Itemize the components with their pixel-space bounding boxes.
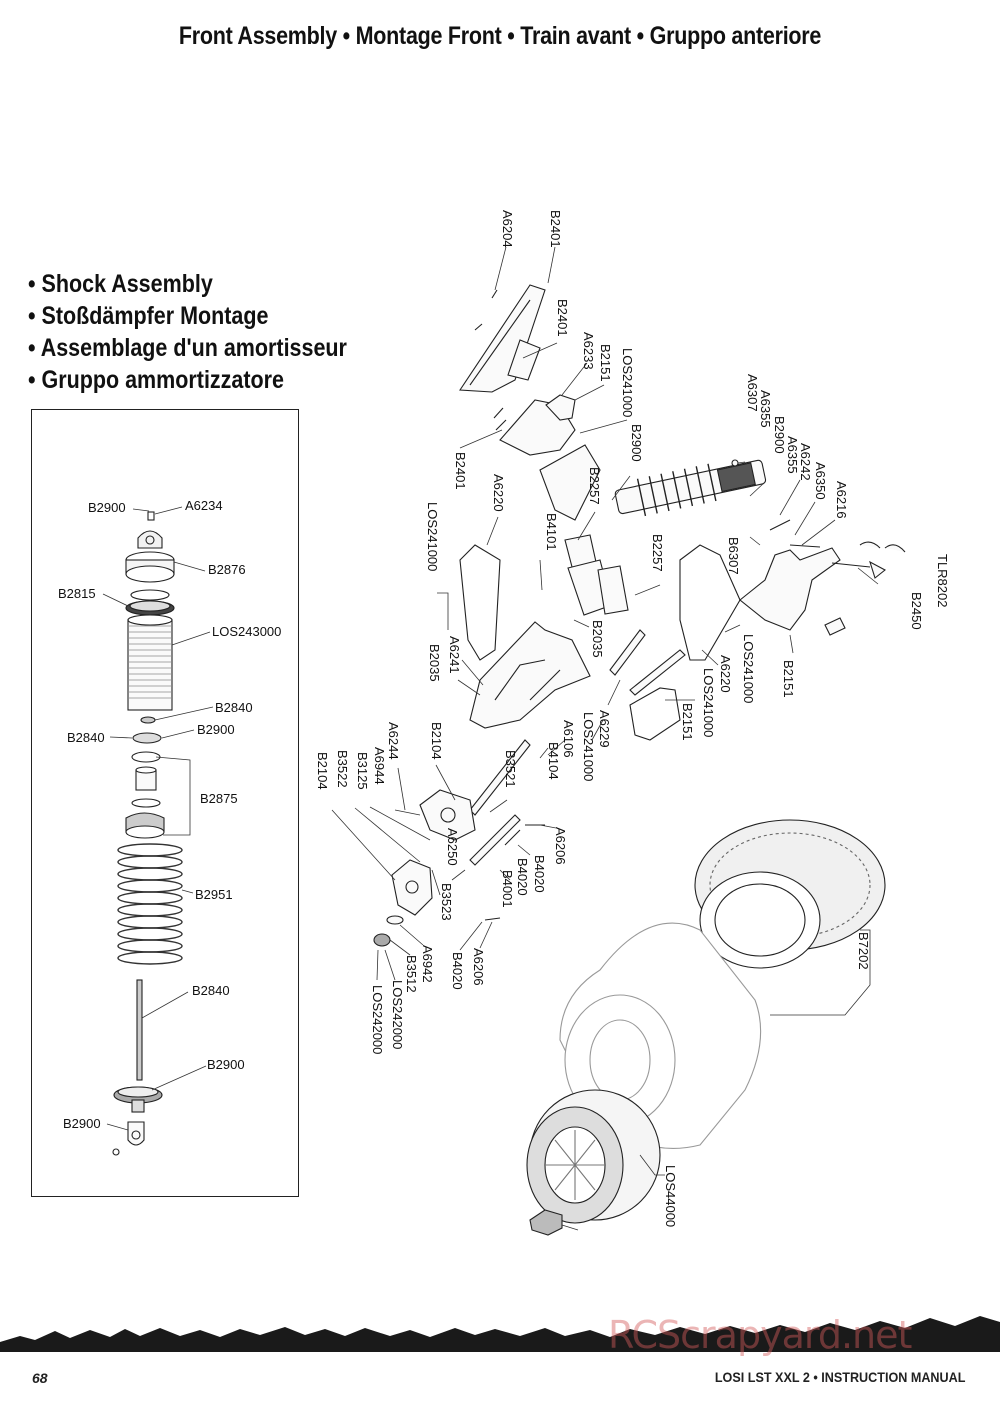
label-a6220-b: A6220 <box>718 655 733 693</box>
label-b2815: B2815 <box>58 586 96 601</box>
label-b2401-b: B2401 <box>555 299 570 337</box>
page-number: 68 <box>32 1370 48 1386</box>
label-b2104-a: B2104 <box>429 722 444 760</box>
label-a6229: A6229 <box>597 710 612 748</box>
label-los242000-b: LOS242000 <box>370 985 385 1054</box>
label-b4020-a: B4020 <box>532 855 547 893</box>
label-a6234: A6234 <box>185 498 223 513</box>
label-a6355-a: A6355 <box>758 390 773 428</box>
heading-german: • Stoßdämpfer Montage <box>28 302 269 330</box>
label-los44000: LOS44000 <box>663 1165 678 1227</box>
label-los241000-e: LOS241000 <box>581 712 596 781</box>
manual-title: LOSI LST XXL 2 • INSTRUCTION MANUAL <box>714 1369 965 1385</box>
shock-assembly-frame <box>31 409 299 1197</box>
heading-french: • Assemblage d'un amortisseur <box>28 334 347 362</box>
label-a6307: A6307 <box>745 374 760 412</box>
label-b2840-b: B2840 <box>67 730 105 745</box>
label-los241000-a: LOS241000 <box>620 348 635 417</box>
label-b2875: B2875 <box>200 791 238 806</box>
label-b2840-a: B2840 <box>215 700 253 715</box>
label-los241000-b: LOS241000 <box>425 502 440 571</box>
label-b2840-c: B2840 <box>192 983 230 998</box>
shock-assembly-headings: • Shock Assembly • Stoßdämpfer Montage •… <box>28 268 347 396</box>
label-b7202: B7202 <box>856 932 871 970</box>
label-b4101: B4101 <box>544 513 559 551</box>
label-los241000-c: LOS241000 <box>741 634 756 703</box>
label-a6942: A6942 <box>420 945 435 983</box>
label-a6220-a: A6220 <box>491 474 506 512</box>
label-b2151-b: B2151 <box>781 660 796 698</box>
watermark: RCScrapyard.net <box>608 1313 912 1357</box>
label-a6216: A6216 <box>834 481 849 519</box>
label-b3125: B3125 <box>355 752 370 790</box>
label-b3523: B3523 <box>439 883 454 921</box>
label-b2257-a: B2257 <box>587 467 602 505</box>
label-b2035-a: B2035 <box>590 620 605 658</box>
label-b2900-low: B2900 <box>207 1057 245 1072</box>
label-a6206-a: A6206 <box>553 827 568 865</box>
label-b2401-a: B2401 <box>548 210 563 248</box>
label-b2951: B2951 <box>195 887 233 902</box>
label-a6206-b: A6206 <box>471 948 486 986</box>
label-b4001: B4001 <box>500 870 515 908</box>
footer-torn-band <box>0 1316 1000 1352</box>
front-part-labels: A6204 B2401 B2401 A6233 B2151 LOS241000 … <box>315 210 950 1227</box>
label-b2900-a: B2900 <box>629 424 644 462</box>
label-a6233: A6233 <box>581 332 596 370</box>
label-a6244: A6244 <box>386 722 401 760</box>
label-a6350: A6350 <box>813 462 828 500</box>
label-b2900-top: B2900 <box>88 500 126 515</box>
label-b2257-b: B2257 <box>650 534 665 572</box>
label-a6355-b: A6355 <box>785 436 800 474</box>
front-assembly-exploded-view <box>373 284 906 1236</box>
label-b2900-b: B2900 <box>772 416 787 454</box>
label-b6307: B6307 <box>726 537 741 575</box>
label-los243000: LOS243000 <box>212 624 281 639</box>
shock-part-labels: B2900 A6234 B2876 B2815 LOS243000 B2840 … <box>58 498 281 1131</box>
page-title: Front Assembly • Montage Front • Train a… <box>178 22 822 50</box>
label-b2151-a: B2151 <box>598 344 613 382</box>
label-a6204: A6204 <box>500 210 515 248</box>
heading-italian: • Gruppo ammortizzatore <box>28 366 284 394</box>
label-b2104-b: B2104 <box>315 752 330 790</box>
label-b3521: B3521 <box>503 750 518 788</box>
label-b2450: B2450 <box>909 592 924 630</box>
label-a6944: A6944 <box>372 747 387 785</box>
label-b2035-b: B2035 <box>427 644 442 682</box>
label-a6242: A6242 <box>798 443 813 481</box>
label-b2900-bottom: B2900 <box>63 1116 101 1131</box>
label-b2876: B2876 <box>208 562 246 577</box>
label-tlr8202: TLR8202 <box>935 554 950 607</box>
label-a6106: A6106 <box>561 720 576 758</box>
label-b4104: B4104 <box>546 742 561 780</box>
shock-exploded-view <box>112 511 183 1156</box>
label-los242000-a: LOS242000 <box>390 980 405 1049</box>
label-b3522: B3522 <box>335 750 350 788</box>
label-b2900-mid: B2900 <box>197 722 235 737</box>
label-b3512: B3512 <box>404 955 419 993</box>
label-los241000-d: LOS241000 <box>701 668 716 737</box>
label-b2151-c: B2151 <box>680 703 695 741</box>
label-b2401-c: B2401 <box>453 452 468 490</box>
heading-english: • Shock Assembly <box>28 270 213 298</box>
label-b4020-c: B4020 <box>450 952 465 990</box>
label-a6250: A6250 <box>445 828 460 866</box>
label-b4020-b: B4020 <box>515 858 530 896</box>
label-a6241: A6241 <box>447 636 462 674</box>
